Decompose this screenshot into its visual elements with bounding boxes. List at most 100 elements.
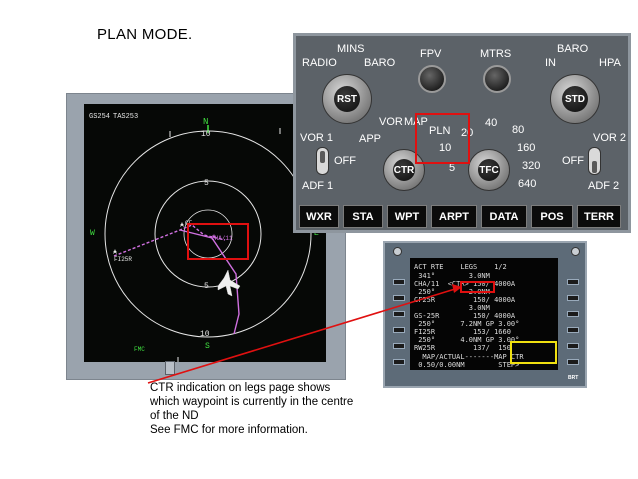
off-left-label: OFF — [334, 155, 356, 167]
range-80-label: 80 — [512, 124, 525, 136]
fmc-left-knob[interactable] — [393, 247, 402, 256]
fmc-line-8: FI25R 153/ 1660 — [414, 328, 511, 336]
nd-bezel-knob[interactable] — [165, 361, 175, 375]
range-label-mid-bottom: 5 — [204, 282, 209, 291]
lsk-1r[interactable] — [567, 279, 579, 285]
efis-button-row: WXR STA WPT ARPT DATA POS TERR — [299, 205, 621, 228]
mode-pln-label: PLN — [429, 125, 451, 137]
rst-button[interactable]: RST — [334, 86, 360, 112]
fmc-line-4: CF25R 150/ 4000A — [414, 296, 516, 304]
data-button[interactable]: DATA — [481, 205, 527, 228]
lsk-5l[interactable] — [393, 343, 405, 349]
slide-title: PLAN MODE. — [97, 26, 193, 43]
vor2-label: VOR 2 — [593, 132, 627, 144]
range-5-label: 5 — [449, 162, 456, 174]
range-ring-mid — [154, 180, 262, 288]
lsk-6r[interactable] — [567, 359, 579, 365]
mode-selector-knob[interactable]: CTR — [383, 149, 425, 191]
baro-right-label: BARO — [557, 43, 589, 55]
vor-adf-right-switch[interactable] — [588, 147, 601, 175]
tfc-button[interactable]: TFC — [478, 159, 500, 181]
note-line-3: of the ND — [150, 410, 199, 422]
sta-button[interactable]: STA — [343, 205, 383, 228]
lsk-2l[interactable] — [393, 295, 405, 301]
fmc-right-knob[interactable] — [571, 247, 580, 256]
waypoint-fi-label: FI25R — [114, 256, 133, 263]
step-highlight-box — [510, 341, 557, 364]
lsk-5r[interactable] — [567, 343, 579, 349]
in-label: IN — [545, 57, 556, 69]
fmc-line-6: GS-25R 150/ 4000A — [414, 312, 516, 320]
ctr-highlight-box — [460, 281, 495, 293]
wxr-button[interactable]: WXR — [299, 205, 339, 228]
efis-control-panel: MINS RADIO BARO RST FPV MTRS BARO IN HPA… — [293, 33, 631, 233]
std-button[interactable]: STD — [562, 86, 588, 112]
range-20-label: 20 — [461, 127, 474, 139]
fmc-line-11: MAP/ACTUAL-------MAP CTR — [414, 353, 524, 361]
vor1-label: VOR 1 — [300, 132, 334, 144]
west-label: W — [90, 229, 95, 238]
note-line-2: which waypoint is currently in the centr… — [150, 396, 354, 408]
active-waypoint-icon — [212, 234, 216, 239]
waypoint-fi-icon — [113, 249, 117, 254]
lsk-3l[interactable] — [393, 311, 405, 317]
waypoint-cf-icon — [180, 222, 184, 227]
adf2-label: ADF 2 — [588, 180, 620, 192]
fmc-line-10: RW25R 137/ 150 — [414, 344, 511, 352]
range-10-label: 10 — [439, 142, 452, 154]
off-right-label: OFF — [562, 155, 584, 167]
arpt-button[interactable]: ARPT — [431, 205, 477, 228]
east-label: E — [314, 229, 319, 238]
true-airspeed: TAS253 — [113, 113, 139, 121]
range-320-label: 320 — [522, 160, 541, 172]
adf1-label: ADF 1 — [302, 180, 334, 192]
fmc-cdu: ACT RTE LEGS 1/2 341° 3.0NM CHA/11 <CTR>… — [383, 241, 587, 388]
fmc-line-5: 3.0NM — [414, 304, 490, 312]
nd-waypoint-highlight-box — [187, 223, 249, 260]
fmc-line-9: 250° 4.0NM GP 3.00° — [414, 336, 520, 344]
lsk-2r[interactable] — [567, 295, 579, 301]
mtrs-label: MTRS — [480, 48, 512, 60]
fmc-line-1: 341° 3.0NM — [414, 272, 490, 280]
range-label-bottom: 10 — [200, 330, 210, 339]
range-160-label: 160 — [517, 142, 536, 154]
fpv-button[interactable] — [418, 65, 446, 93]
annotation-note: CTR indication on legs page shows which … — [150, 381, 385, 437]
south-label: S — [205, 342, 210, 351]
range-640-label: 640 — [518, 178, 537, 190]
lsk-1l[interactable] — [393, 279, 405, 285]
hpa-label: HPA — [599, 57, 621, 69]
note-line-1: CTR indication on legs page shows — [150, 382, 331, 394]
radio-label: RADIO — [302, 57, 337, 69]
mode-app-label: APP — [359, 133, 382, 145]
baro-knob[interactable]: STD — [550, 74, 600, 124]
note-line-4: See FMC for more information. — [150, 424, 308, 436]
range-label-mid-top: 5 — [204, 179, 209, 188]
lsk-3r[interactable] — [567, 311, 579, 317]
mtrs-button[interactable] — [483, 65, 511, 93]
lsk-4r[interactable] — [567, 327, 579, 333]
mins-label: MINS — [337, 43, 365, 55]
vor-adf-left-switch[interactable] — [316, 147, 329, 175]
active-waypoint-label: CHA/11 — [211, 235, 233, 242]
wpt-button[interactable]: WPT — [387, 205, 427, 228]
mins-knob[interactable]: RST — [322, 74, 372, 124]
pos-button[interactable]: POS — [531, 205, 573, 228]
range-selector-knob[interactable]: TFC — [468, 149, 510, 191]
lsk-4l[interactable] — [393, 327, 405, 333]
mode-vor-label: VOR — [379, 116, 403, 128]
north-label: N — [203, 117, 209, 127]
fmc-line-12: 0.50/0.00NM STEP> — [414, 361, 520, 369]
ctr-button[interactable]: CTR — [393, 159, 415, 181]
lsk-6l[interactable] — [393, 359, 405, 365]
baro-left-label: BARO — [364, 57, 396, 69]
terr-button[interactable]: TERR — [577, 205, 621, 228]
route-dashed — [113, 224, 226, 257]
brt-label: BRT — [568, 375, 579, 381]
fmc-line-7: 250° 7.2NM GP 3.00° — [414, 320, 520, 328]
fmc-header: ACT RTE LEGS 1/2 — [414, 263, 507, 271]
nd-source-label: FMC — [134, 346, 145, 353]
range-label-top: 10 — [201, 130, 211, 139]
pln-highlight-box — [415, 113, 470, 164]
range-40-label: 40 — [485, 117, 498, 129]
